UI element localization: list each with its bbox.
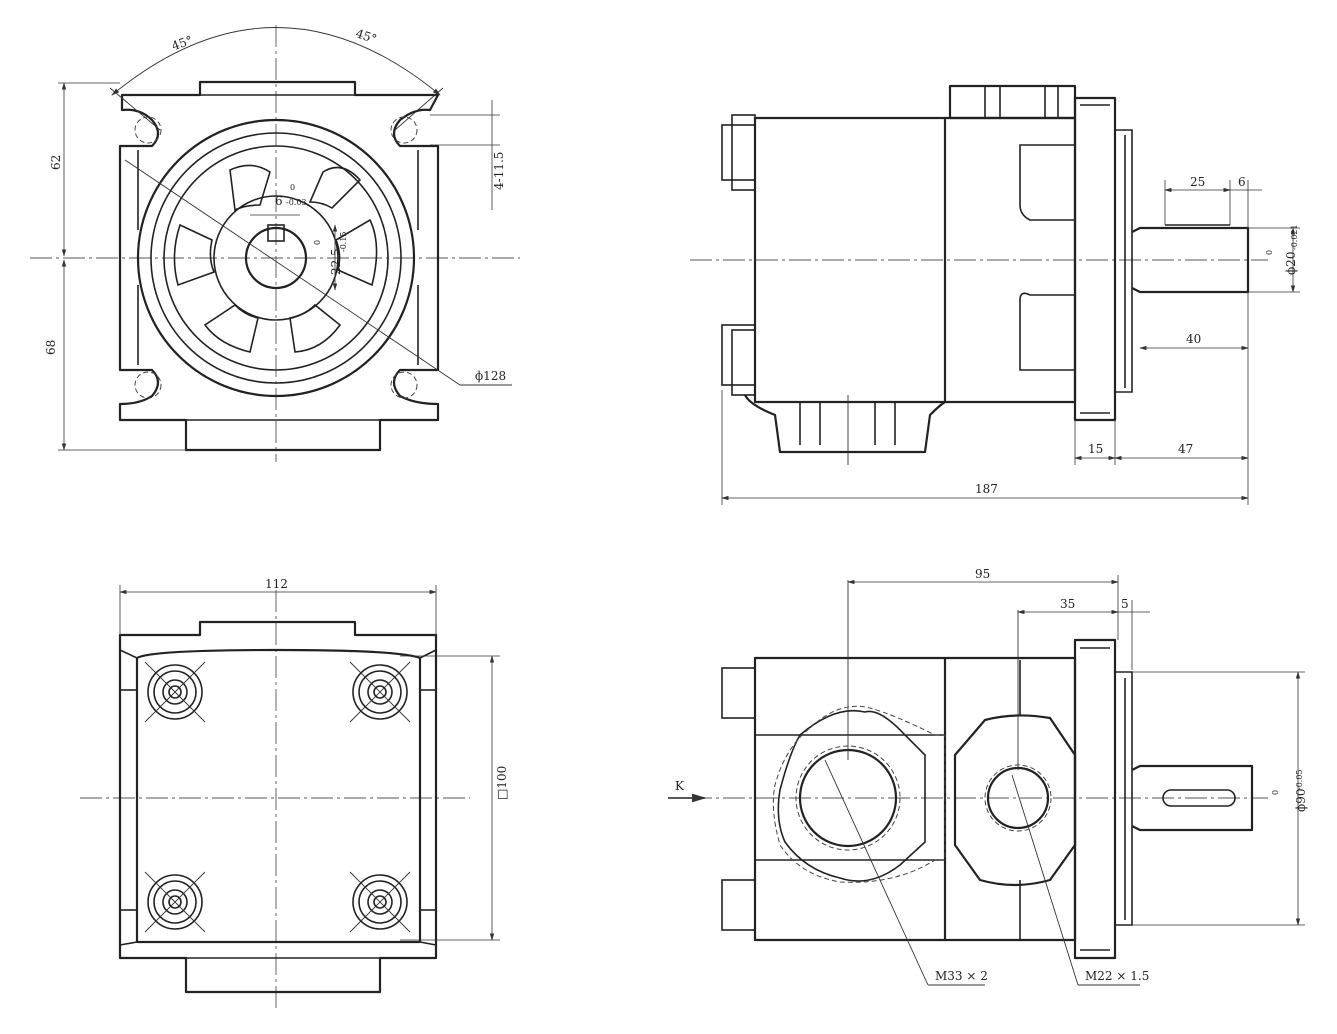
dim-flange-label: 15 (1088, 442, 1103, 456)
dim-shaft-len-label: 40 (1186, 332, 1201, 346)
dim-key-depth-lower: -0.15 (339, 231, 348, 252)
angle-right-label: 45° (354, 26, 379, 46)
dim-width-label: 112 (265, 577, 288, 591)
dim-key-width-upper: 0 (290, 183, 295, 192)
dim-62-label: 62 (49, 155, 63, 170)
port-outlet-label: M22 × 1.5 (1085, 969, 1149, 983)
port-inlet-label: M33 × 2 (935, 969, 988, 983)
dim-port2-dist-label: 35 (1060, 597, 1075, 611)
dim-shaft-ext-label: 47 (1178, 442, 1193, 456)
dim-key-off-label: 6 (1238, 175, 1246, 189)
top-view: K 95 35 5 ϕ90 0 -0.05 M33 × 2 M22 × 1.5 (668, 567, 1308, 986)
dim-pilot-dia-label: ϕ90 (1294, 789, 1308, 812)
side-view: 25 6 ϕ20 0 -0.021 40 15 47 187 (690, 84, 1300, 505)
dim-shaft-dia-upper: 0 (1265, 250, 1274, 255)
dim-key-len-label: 25 (1190, 175, 1205, 189)
dim-pilot-lower: -0.05 (1295, 769, 1304, 790)
dim-bolt-label: 4-11.5 (492, 152, 506, 190)
dim-small-label: 5 (1121, 597, 1129, 611)
dim-key-width-label: 6 (275, 194, 283, 208)
dim-key-width-lower: -0.03 (286, 198, 307, 207)
dim-shaft-dia-lower: -0.021 (1290, 224, 1299, 250)
rear-view: 112 □100 (80, 577, 509, 1010)
front-body-outline (118, 80, 440, 452)
dim-shaft-dia-label: ϕ20 (1284, 252, 1298, 275)
dim-total-label: 187 (975, 482, 998, 496)
dim-flange-dia-label: ϕ128 (475, 369, 506, 383)
dim-port-dist-label: 95 (975, 567, 990, 581)
dim-key-depth-label: 22.5 (329, 248, 343, 275)
dim-key-depth-upper: 0 (313, 240, 322, 245)
dim-pilot-upper: 0 (1271, 790, 1280, 795)
dim-square-label: □100 (495, 766, 509, 800)
dim-68-label: 68 (44, 340, 58, 355)
front-view: 45° 45° 62 68 4-11.5 6 0 -0.03 22.5 0 -0… (30, 25, 520, 462)
view-arrow-label: K (675, 779, 685, 793)
angle-left-label: 45° (170, 33, 195, 53)
